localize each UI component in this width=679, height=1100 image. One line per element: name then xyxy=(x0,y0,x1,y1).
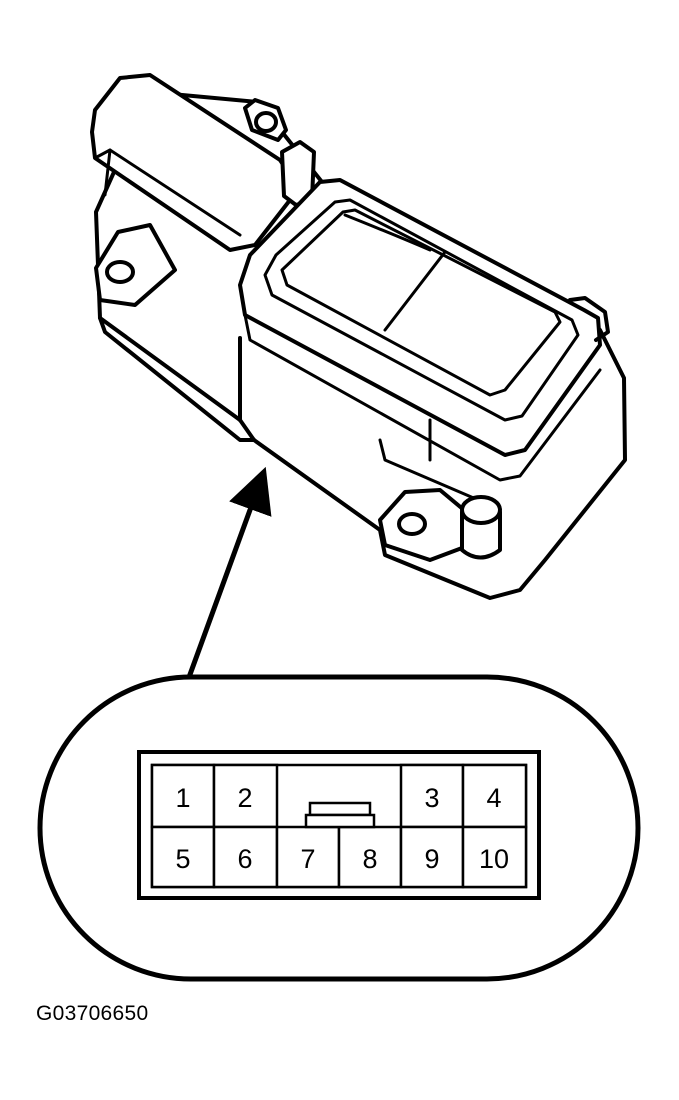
pin-number-10: 10 xyxy=(479,844,509,874)
pin-cavity-1 xyxy=(150,763,216,829)
upper-mounting-hole xyxy=(254,111,278,133)
pin-cavity-3 xyxy=(399,763,465,829)
pin-number-8: 8 xyxy=(362,844,377,874)
pin-cavity-2 xyxy=(212,763,279,829)
left-mounting-hole xyxy=(105,260,135,284)
connector-lock-tab xyxy=(304,801,376,829)
pin-number-1: 1 xyxy=(175,783,190,813)
pin-cavity-6 xyxy=(212,825,279,889)
pin-number-3: 3 xyxy=(424,783,439,813)
pin-cavity-10 xyxy=(461,825,528,889)
main-rocker-button xyxy=(280,208,562,397)
pin-number-5: 5 xyxy=(175,844,190,874)
pin-cavity-8 xyxy=(337,825,403,889)
pin-number-7: 7 xyxy=(300,844,315,874)
pin-number-2: 2 xyxy=(237,783,252,813)
lower-mounting-hole xyxy=(397,512,427,536)
pointer-arrow xyxy=(185,466,272,681)
pin-number-4: 4 xyxy=(486,783,501,813)
pin-cavity-5 xyxy=(150,825,216,889)
figure-code: G03706650 xyxy=(36,1002,149,1025)
left-mounting-tab xyxy=(94,223,177,307)
switch-left-side xyxy=(98,316,256,442)
pin-number-6: 6 xyxy=(237,844,252,874)
switch-assembly-illustration xyxy=(90,73,627,600)
pin-cavity-9 xyxy=(399,825,465,889)
pin-number-9: 9 xyxy=(424,844,439,874)
